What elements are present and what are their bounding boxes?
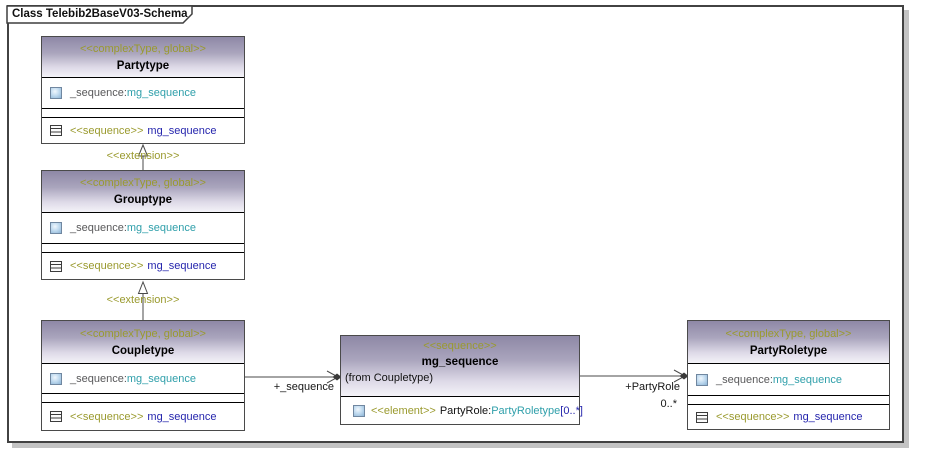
attribute-icon xyxy=(50,372,62,385)
class-partytype[interactable]: <<complexType, global>> Partytype _seque… xyxy=(41,36,245,144)
diamond-endpoint-icon xyxy=(332,373,342,381)
operation-name: mg_sequence xyxy=(147,124,217,137)
attribute-stereotype: <<element>> xyxy=(371,404,436,417)
operation-stereotype: <<sequence>> xyxy=(70,124,144,137)
operations-icon xyxy=(50,125,62,136)
operations-icon xyxy=(696,411,708,423)
class-name: Partytype xyxy=(116,59,170,72)
class-header: <<complexType, global>> Coupletype xyxy=(42,321,244,363)
attribute-name: _sequence: xyxy=(70,372,127,385)
attribute-icon xyxy=(353,404,365,417)
operations-icon xyxy=(50,260,62,272)
class-stereotype: <<sequence>> xyxy=(423,340,497,352)
class-partyroletype[interactable]: <<complexType, global>> PartyRoletype _s… xyxy=(687,320,890,430)
class-name: PartyRoletype xyxy=(749,344,828,357)
empty-compartment xyxy=(42,243,244,252)
class-stereotype: <<complexType, global>> xyxy=(80,42,206,55)
attribute-type: mg_sequence xyxy=(126,222,196,234)
attribute-multiplicity: [0..*] xyxy=(560,404,583,417)
association-multiplicity-label[interactable]: 0..* xyxy=(660,398,677,410)
attribute-type: PartyRoletype xyxy=(491,404,561,417)
operations-icon xyxy=(50,411,62,422)
frame-tab[interactable] xyxy=(6,5,193,24)
operation-row[interactable]: <<sequence>>mg_sequence xyxy=(688,404,889,429)
frame-title[interactable]: Class Telebib2BaseV03-Schema xyxy=(12,8,188,20)
attribute-type: mg_sequence xyxy=(126,87,196,99)
class-coupletype[interactable]: <<complexType, global>> Coupletype _sequ… xyxy=(41,320,245,431)
attribute-icon xyxy=(50,222,62,234)
operation-name: mg_sequence xyxy=(147,260,217,272)
association-connector-mgsequence-to-partyroletype[interactable] xyxy=(580,369,689,383)
generalization-triangle-icon xyxy=(137,143,149,157)
association-connector-coupletype-to-mgsequence[interactable] xyxy=(245,370,342,384)
class-name: Grouptype xyxy=(113,194,173,206)
association-role-label[interactable]: +PartyRole xyxy=(625,381,680,393)
attribute-name: _sequence: xyxy=(70,222,127,234)
class-mg-sequence[interactable]: <<sequence>> mg_sequence (from Coupletyp… xyxy=(340,335,583,425)
extension-label[interactable]: <<extension>> xyxy=(106,294,180,306)
class-stereotype: <<complexType, global>> xyxy=(725,327,852,340)
extension-connector-coupletype-to-grouptype[interactable] xyxy=(137,280,149,320)
attribute-name: _sequence: xyxy=(716,373,773,386)
class-header: <<complexType, global>> Partytype xyxy=(42,37,244,77)
class-header: <<complexType, global>> Grouptype xyxy=(42,171,244,212)
attribute-row[interactable]: _sequence:mg_sequence xyxy=(688,363,889,395)
attribute-type: mg_sequence xyxy=(772,373,842,386)
empty-compartment xyxy=(42,393,244,402)
attribute-icon xyxy=(696,373,708,386)
class-stereotype: <<complexType, global>> xyxy=(80,177,206,189)
class-stereotype: <<complexType, global>> xyxy=(80,327,206,340)
diamond-endpoint-icon xyxy=(679,372,689,380)
class-from-package: (from Coupletype) xyxy=(345,372,434,384)
operation-stereotype: <<sequence>> xyxy=(70,260,144,272)
attribute-row[interactable]: _sequence:mg_sequence xyxy=(42,363,244,393)
operation-row[interactable]: <<sequence>>mg_sequence xyxy=(42,252,244,279)
class-name: mg_sequence xyxy=(421,356,499,368)
attribute-type: mg_sequence xyxy=(126,372,196,385)
operation-name: mg_sequence xyxy=(147,410,217,423)
attribute-icon xyxy=(50,87,62,99)
class-header: <<complexType, global>> PartyRoletype xyxy=(688,321,889,363)
empty-compartment xyxy=(688,395,889,404)
attribute-name: PartyRole: xyxy=(439,404,492,417)
operation-row[interactable]: <<sequence>>mg_sequence xyxy=(42,117,244,143)
class-name: Coupletype xyxy=(111,344,175,357)
attribute-name: _sequence: xyxy=(70,87,127,99)
operation-stereotype: <<sequence>> xyxy=(716,411,790,423)
extension-label[interactable]: <<extension>> xyxy=(106,150,180,162)
operation-row[interactable]: <<sequence>>mg_sequence xyxy=(42,402,244,430)
empty-compartment xyxy=(42,108,244,117)
attribute-row[interactable]: <<element>>PartyRole:PartyRoletype[0..*] xyxy=(341,396,583,424)
class-header: <<sequence>> mg_sequence (from Coupletyp… xyxy=(341,336,579,396)
operation-stereotype: <<sequence>> xyxy=(70,410,144,423)
operation-name: mg_sequence xyxy=(793,411,863,423)
extension-connector-grouptype-to-partytype[interactable] xyxy=(137,143,149,170)
class-grouptype[interactable]: <<complexType, global>> Grouptype _seque… xyxy=(41,170,245,280)
generalization-triangle-icon xyxy=(137,280,149,294)
attribute-row[interactable]: _sequence:mg_sequence xyxy=(42,212,244,243)
association-role-label[interactable]: +_sequence xyxy=(273,381,334,393)
attribute-row[interactable]: _sequence:mg_sequence xyxy=(42,77,244,108)
